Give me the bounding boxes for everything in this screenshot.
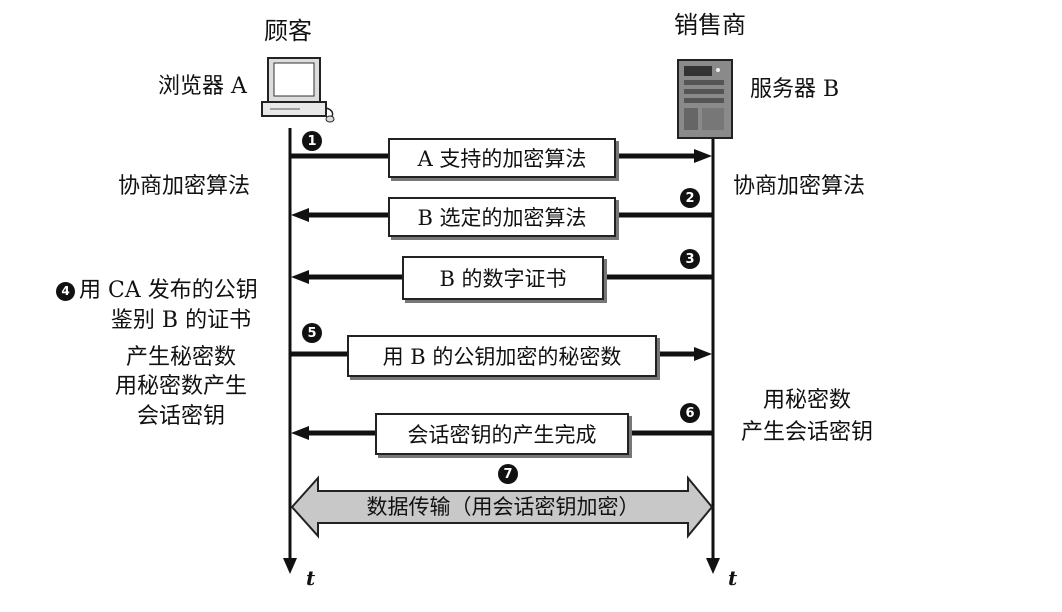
message-1-text: A 支持的加密算法	[417, 147, 587, 171]
step-5-badge: 5	[302, 323, 322, 343]
message-3-box: B 的数字证书	[402, 256, 604, 300]
server-b-label: 服务器 B	[750, 77, 840, 102]
right-step6-line1: 用秘密数	[762, 388, 851, 413]
browser-a-label: 浏览器 A	[158, 74, 247, 99]
left-step4-line2: 鉴别 B 的证书	[110, 308, 252, 333]
message-6-text: 会话密钥的产生完成	[407, 423, 597, 447]
step-4-badge: 4	[56, 281, 75, 301]
message-5-box: 用 B 的公钥加密的秘密数	[347, 335, 657, 377]
message-5-text: 用 B 的公钥加密的秘密数	[382, 345, 622, 369]
right-negotiate-note: 协商加密算法	[733, 174, 866, 199]
message-7-text: 数据传输（用会话密钥加密）	[366, 495, 640, 519]
left-step5-line1: 产生秘密数	[125, 345, 236, 370]
step-2-badge: 2	[680, 188, 700, 208]
server-icon	[677, 59, 733, 139]
time-axis-label-a: t	[306, 566, 316, 590]
right-step6-line2: 产生会话密钥	[740, 420, 873, 445]
message-3-text: B 的数字证书	[439, 267, 567, 291]
step-6-badge: 6	[680, 403, 700, 423]
time-axis-label-b: t	[728, 566, 738, 590]
computer-icon	[261, 57, 335, 123]
message-1-box: A 支持的加密算法	[388, 138, 616, 178]
message-2-box: B 选定的加密算法	[388, 197, 616, 237]
timeline-b-arrow	[706, 558, 720, 574]
step-3-badge: 3	[680, 249, 700, 269]
left-step4-line1-text: 用 CA 发布的公钥	[79, 278, 258, 303]
step-7-badge: 7	[498, 464, 518, 484]
timeline-a-arrow	[283, 558, 297, 574]
message-2-text: B 选定的加密算法	[417, 206, 587, 230]
left-negotiate-note: 协商加密算法	[118, 174, 251, 199]
left-step5-line3: 会话密钥	[136, 404, 225, 429]
merchant-label: 销售商	[674, 11, 746, 39]
message-6-box: 会话密钥的产生完成	[375, 413, 629, 455]
customer-label: 顾客	[264, 17, 312, 45]
arrow-7-double	[290, 475, 714, 539]
left-step5-line2: 用秘密数产生	[114, 374, 247, 399]
step-1-badge: 1	[302, 131, 322, 151]
